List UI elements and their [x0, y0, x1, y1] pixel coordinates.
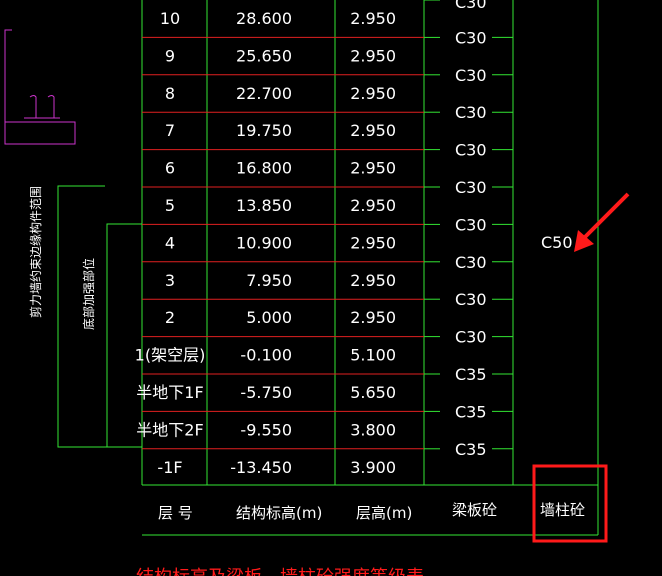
row-elevation: -13.450: [230, 458, 292, 477]
top-partial-label: C30: [455, 0, 487, 12]
row-beam-slab-grade: C30: [455, 103, 487, 122]
row-height: 2.950: [350, 9, 396, 28]
table-title-note: 结构标高及梁板、墙柱砼强度等级表: [136, 567, 424, 576]
side-label-base-strengthen: 底部加强部位: [81, 258, 96, 330]
highlight-box: [532, 464, 608, 543]
magenta-fragment: [4, 29, 76, 145]
header-floor-no: 层 号: [158, 504, 193, 522]
row-floor-no: 10: [160, 9, 180, 28]
row-height: 2.950: [350, 121, 396, 140]
grid-lines: [4, 0, 630, 543]
row-height: 3.900: [350, 458, 396, 477]
row-height: 3.800: [350, 420, 396, 439]
row-floor-no: 8: [165, 84, 175, 103]
row-floor-no: 1(架空层): [135, 346, 206, 365]
row-elevation: -5.750: [240, 383, 292, 402]
row-elevation: 25.650: [236, 46, 292, 65]
row-floor-no: 3: [165, 271, 175, 290]
row-floor-no: 4: [165, 233, 175, 252]
row-beam-slab-grade: C30: [455, 328, 487, 347]
header-wall-column: 墙柱砼: [540, 501, 585, 519]
row-height: 2.950: [350, 271, 396, 290]
row-beam-slab-grade: C30: [455, 28, 487, 47]
row-beam-slab-grade: C30: [455, 66, 487, 85]
row-height: 2.950: [350, 196, 396, 215]
row-elevation: 19.750: [236, 121, 292, 140]
row-floor-no: 7: [165, 121, 175, 140]
row-floor-no: -1F: [157, 458, 182, 477]
row-height: 2.950: [350, 159, 396, 178]
row-elevation: 16.800: [236, 159, 292, 178]
row-height: 5.100: [350, 346, 396, 365]
row-beam-slab-grade: C30: [455, 141, 487, 160]
row-height: 2.950: [350, 308, 396, 327]
row-floor-no: 半地下2F: [136, 420, 203, 439]
header-height: 层高(m): [356, 504, 412, 522]
row-elevation: 28.600: [236, 9, 292, 28]
row-beam-slab-grade: C30: [455, 215, 487, 234]
row-elevation: 10.900: [236, 233, 292, 252]
row-beam-slab-grade: C30: [455, 178, 487, 197]
wall-column-grade: C50: [541, 233, 573, 252]
row-elevation: -0.100: [240, 346, 292, 365]
row-beam-slab-grade: C35: [455, 440, 487, 459]
row-elevation: 7.950: [246, 271, 292, 290]
row-height: 2.950: [350, 84, 396, 103]
row-floor-no: 5: [165, 196, 175, 215]
side-label-shear-wall: 剪力墙约束边缘构件范围: [28, 186, 43, 318]
row-height: 2.950: [350, 233, 396, 252]
row-floor-no: 9: [165, 46, 175, 65]
header-beam-slab: 梁板砼: [452, 501, 497, 519]
base-strengthen-bracket: [106, 223, 142, 447]
row-beam-slab-grade: C35: [455, 365, 487, 384]
row-beam-slab-grade: C35: [455, 402, 487, 421]
red-arrow-icon: [574, 192, 630, 252]
row-floor-no: 半地下1F: [136, 383, 203, 402]
row-height: 5.650: [350, 383, 396, 402]
row-floor-no: 6: [165, 159, 175, 178]
row-floor-no: 2: [165, 308, 175, 327]
shear-wall-bracket: [57, 185, 142, 448]
row-beam-slab-grade: C30: [455, 290, 487, 309]
row-elevation: 5.000: [246, 308, 292, 327]
row-elevation: 22.700: [236, 84, 292, 103]
row-elevation: -9.550: [240, 420, 292, 439]
row-elevation: 13.850: [236, 196, 292, 215]
header-elevation: 结构标高(m): [236, 504, 322, 522]
row-height: 2.950: [350, 46, 396, 65]
row-beam-slab-grade: C30: [455, 253, 487, 272]
